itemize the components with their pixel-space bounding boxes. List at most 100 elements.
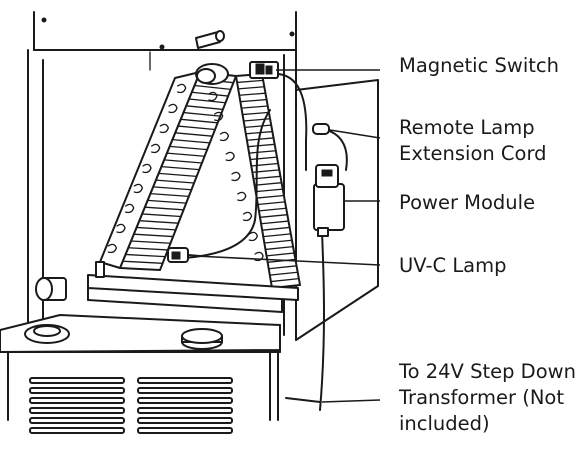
hairpin-bend bbox=[142, 163, 152, 174]
coil-fin bbox=[163, 159, 203, 164]
coil-fin bbox=[259, 214, 288, 218]
coil-fin bbox=[152, 186, 193, 191]
label-line: Extension Cord bbox=[399, 142, 547, 165]
hairpin-bend bbox=[107, 243, 118, 254]
extension-cord-end bbox=[312, 123, 330, 135]
coil-fin bbox=[144, 206, 185, 211]
label-line: UV-C Lamp bbox=[399, 254, 507, 277]
hairpin-bend bbox=[116, 223, 126, 234]
louver-slot bbox=[29, 407, 125, 414]
leader-transformer bbox=[321, 399, 381, 403]
leader-lines bbox=[194, 69, 381, 403]
coil-fin bbox=[246, 137, 275, 141]
uv-c-lamp-part bbox=[167, 247, 201, 263]
coil-fin bbox=[264, 245, 294, 251]
label-power-module: Power Module bbox=[399, 190, 535, 216]
louver-slot bbox=[29, 377, 125, 384]
hairpin-bend bbox=[133, 183, 144, 194]
label-line: Transformer (Not bbox=[399, 386, 564, 409]
coil-fin bbox=[135, 226, 177, 231]
coil-fin bbox=[124, 253, 166, 258]
louver-slot bbox=[137, 407, 233, 414]
louver-slot bbox=[29, 397, 125, 404]
coil-fin bbox=[252, 175, 282, 180]
label-line: Power Module bbox=[399, 191, 536, 214]
coil-fin bbox=[185, 105, 224, 111]
louver-slot bbox=[137, 417, 233, 424]
coil-fin bbox=[256, 194, 285, 199]
coil-fin bbox=[188, 98, 227, 104]
louver-slot bbox=[29, 387, 125, 394]
coil-fin bbox=[258, 207, 287, 212]
coil-fin bbox=[149, 193, 190, 198]
hairpin-bend bbox=[151, 143, 161, 154]
coil-fin bbox=[245, 130, 274, 135]
wiring bbox=[184, 73, 348, 411]
hairpin-bend bbox=[231, 171, 241, 182]
label-line: included) bbox=[399, 412, 490, 435]
hairpin-bend bbox=[125, 203, 135, 214]
louver-slot bbox=[29, 417, 125, 424]
coil-fin bbox=[241, 111, 270, 116]
coil-fin bbox=[253, 182, 283, 186]
coil-fin bbox=[262, 233, 292, 238]
label-line: Magnetic Switch bbox=[399, 54, 559, 77]
hairpin-bend bbox=[168, 103, 178, 114]
left-pipe bbox=[35, 277, 67, 301]
coil-fin bbox=[157, 172, 198, 177]
louver-slot bbox=[137, 427, 233, 434]
louver-slot bbox=[29, 427, 125, 434]
coil-fin bbox=[249, 156, 278, 161]
coil-fin bbox=[248, 150, 277, 154]
hairpin-bend bbox=[214, 111, 224, 122]
label-uv-c-lamp: UV-C Lamp bbox=[399, 253, 507, 279]
coil-fin bbox=[254, 188, 284, 193]
coil-fin bbox=[236, 79, 264, 84]
coil-fin bbox=[130, 240, 172, 244]
coil-fin bbox=[193, 84, 232, 91]
coil-fin bbox=[127, 247, 169, 251]
coil-fin bbox=[155, 179, 195, 184]
hairpin-bend bbox=[225, 151, 235, 162]
coil-fin bbox=[239, 98, 268, 103]
label-transformer: To 24V Step Down Transformer (Not includ… bbox=[399, 359, 576, 437]
louver-slot bbox=[137, 397, 233, 404]
louver-slot bbox=[137, 387, 233, 394]
coil-fin bbox=[261, 226, 291, 231]
hairpin-bend bbox=[177, 83, 187, 94]
lower-cabinet bbox=[0, 314, 281, 421]
coil-fin bbox=[171, 138, 211, 144]
coil-fin bbox=[260, 220, 290, 225]
leader-extension-cord bbox=[329, 129, 381, 139]
coil-fin bbox=[191, 91, 229, 97]
coil-fin bbox=[240, 105, 269, 109]
coil-fin bbox=[182, 111, 221, 117]
hairpin-bend bbox=[242, 211, 253, 222]
leader-uv-c-lamp bbox=[194, 255, 381, 266]
upper-cabinet bbox=[33, 11, 297, 51]
coil-fin bbox=[244, 124, 272, 129]
drain-pan bbox=[87, 261, 299, 313]
coil-fin bbox=[174, 132, 214, 137]
coil-fin bbox=[138, 220, 179, 224]
coil-fin bbox=[180, 118, 219, 124]
label-line: To 24V Step Down bbox=[399, 360, 576, 383]
coil-fin bbox=[247, 143, 276, 148]
coil-fin bbox=[169, 145, 208, 151]
coil-fin bbox=[263, 239, 293, 244]
magnetic-switch-part bbox=[249, 61, 279, 79]
power-module-part bbox=[313, 164, 345, 237]
hairpin-bend bbox=[208, 91, 218, 102]
coil-fin bbox=[269, 271, 299, 276]
label-remote-lamp-extension-cord: Remote Lamp Extension Cord bbox=[399, 115, 547, 167]
coil-fin bbox=[133, 233, 174, 238]
coil-fin bbox=[237, 86, 265, 90]
hairpin-bend bbox=[159, 123, 170, 134]
hairpin-bend bbox=[254, 251, 264, 262]
hairpin-bend bbox=[248, 231, 259, 242]
coil-fin bbox=[141, 213, 182, 218]
coil-fin bbox=[166, 152, 206, 157]
coil-fin bbox=[257, 201, 286, 206]
